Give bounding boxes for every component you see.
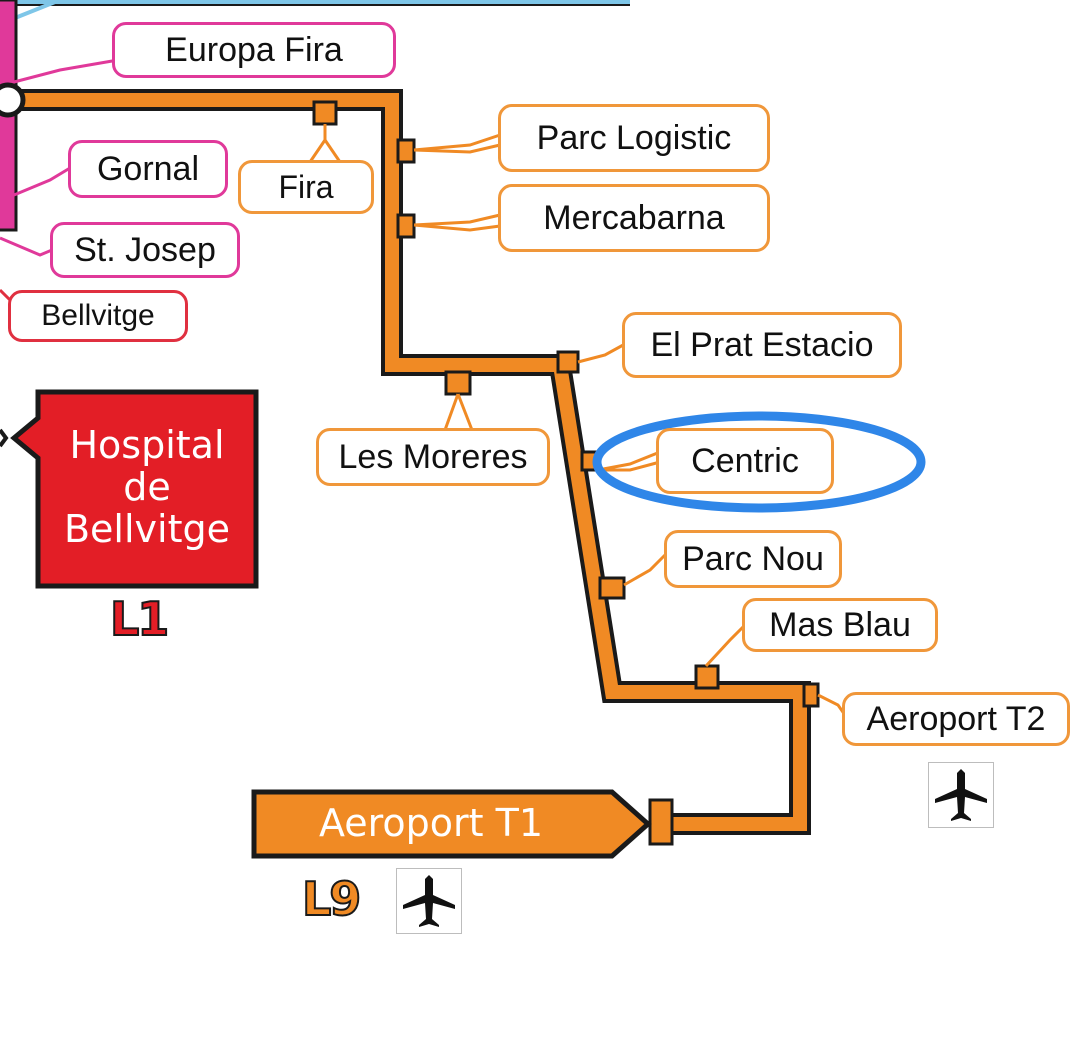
station-label: Mercabarna xyxy=(543,198,725,237)
terminal-aeroport-t1[interactable]: Aeroport T1 xyxy=(256,800,606,846)
station-aeroport-t2[interactable]: Aeroport T2 xyxy=(842,692,1070,746)
station-europa-fira[interactable]: Europa Fira xyxy=(112,22,396,78)
airplane-icon xyxy=(928,762,994,828)
terminal-name-line: de xyxy=(123,465,171,509)
terminal-hospital-bellvitge[interactable]: Hospital de Bellvitge xyxy=(40,424,254,550)
station-label: Mas Blau xyxy=(769,605,911,644)
line-code-l1: L1 xyxy=(109,591,170,647)
station-mas-blau[interactable]: Mas Blau xyxy=(742,598,938,652)
station-label: El Prat Estacio xyxy=(650,325,874,364)
station-el-prat-estacio[interactable]: El Prat Estacio xyxy=(622,312,902,378)
station-st-josep[interactable]: St. Josep xyxy=(50,222,240,278)
station-parc-logistic[interactable]: Parc Logistic xyxy=(498,104,770,172)
station-bellvitge[interactable]: Bellvitge xyxy=(8,290,188,342)
station-parc-nou[interactable]: Parc Nou xyxy=(664,530,842,588)
line-code-l9: L9 xyxy=(301,871,362,927)
terminal-name-line: Bellvitge xyxy=(63,507,230,551)
station-les-moreres[interactable]: Les Moreres xyxy=(316,428,550,486)
terminal-name: Aeroport T1 xyxy=(318,801,544,845)
station-label: Parc Nou xyxy=(682,539,824,578)
airplane-icon xyxy=(396,868,462,934)
station-label: St. Josep xyxy=(74,230,216,269)
station-label: Centric xyxy=(691,441,799,480)
station-label: Fira xyxy=(278,168,334,205)
terminal-name-line: Hospital xyxy=(69,423,225,467)
highlight-ellipse xyxy=(592,411,926,513)
station-label: Bellvitge xyxy=(41,299,155,332)
station-label: Europa Fira xyxy=(165,30,343,69)
station-gornal[interactable]: Gornal xyxy=(68,140,228,198)
station-label: Les Moreres xyxy=(338,437,528,476)
station-label: Gornal xyxy=(96,149,200,188)
station-centric[interactable]: Centric xyxy=(656,428,834,494)
station-mercabarna[interactable]: Mercabarna xyxy=(498,184,770,252)
station-label: Parc Logistic xyxy=(536,118,732,157)
station-label: Aeroport T2 xyxy=(866,699,1046,738)
station-fira[interactable]: Fira xyxy=(238,160,374,214)
